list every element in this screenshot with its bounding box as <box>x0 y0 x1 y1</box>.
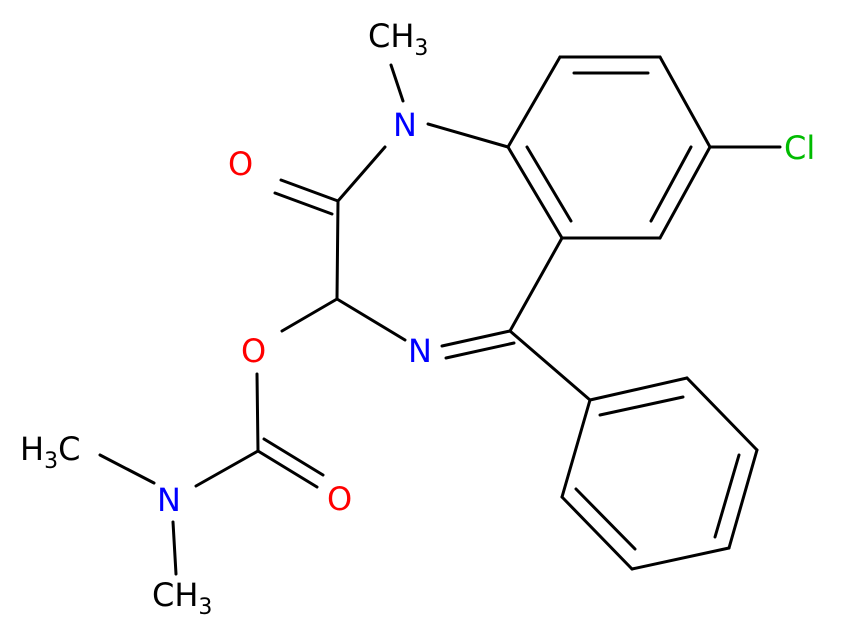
bond-n1-c2 <box>336 145 387 203</box>
bond-ph1-ph2 <box>588 376 689 402</box>
bond-n-methyl-bottom <box>171 520 178 576</box>
bond-c7-c6-inner <box>649 145 693 223</box>
bond-o-carbamate-c <box>255 372 260 453</box>
atom-label-n1-methyl: CH3 <box>368 17 428 61</box>
bond-n4-c5-double-b <box>444 341 516 360</box>
atom-label-n1: N <box>393 106 417 144</box>
bond-n-methyl-left <box>98 453 156 485</box>
bond-c5a-c9a-inner <box>525 145 573 223</box>
atom-label-n-methyl-left: H3C <box>20 430 80 474</box>
bond-ph5-ph6-inner <box>574 487 637 551</box>
bond-carbamate-c-o-double-b <box>262 437 325 477</box>
bond-ph3-ph4-inner <box>713 453 741 539</box>
atom-label-carbonyl-o: O <box>228 145 253 183</box>
bond-c5-c5a <box>508 236 564 333</box>
bond-ph1-ph2-inner <box>598 395 685 417</box>
bond-c5a-c9a <box>506 145 564 240</box>
bond-c9a-c9 <box>506 55 562 149</box>
atom-label-cl: Cl <box>784 129 815 167</box>
atom-label-carbamate-o: O <box>327 480 352 518</box>
atom-label-imine-n: N <box>408 332 432 370</box>
atom-labels: CH3 N O Cl O N O N H3C CH3 <box>20 17 815 620</box>
bond-c5-ph1 <box>508 329 592 402</box>
bond-ph6-ph1 <box>560 398 592 499</box>
bond-c8-c7 <box>658 55 712 149</box>
bond-c2-o-double-b <box>273 191 334 216</box>
bond-carbamate-c-o-double-a <box>256 449 319 489</box>
bond-n1-c9a <box>426 122 510 149</box>
bond-c3-o <box>280 297 339 333</box>
bond-lines <box>98 55 782 576</box>
bond-ph2-ph3 <box>685 376 759 452</box>
atom-label-carbamate-n: N <box>157 481 181 519</box>
bond-ph5-ph6 <box>560 495 634 571</box>
bond-c3-n4 <box>335 297 407 342</box>
atom-label-n-methyl-bottom: CH3 <box>152 576 212 620</box>
bond-ph3-ph4 <box>727 448 759 550</box>
bond-n1-methyl <box>389 63 405 103</box>
bond-c2-o-double-a <box>279 178 340 203</box>
bond-carbamate-c-n <box>194 449 260 488</box>
bond-c2-c3 <box>335 199 340 301</box>
atom-label-ester-o: O <box>241 332 266 370</box>
bond-c7-c6 <box>658 145 712 240</box>
bond-n4-c5-double-a <box>440 329 512 348</box>
bond-ph4-ph5 <box>630 546 731 571</box>
